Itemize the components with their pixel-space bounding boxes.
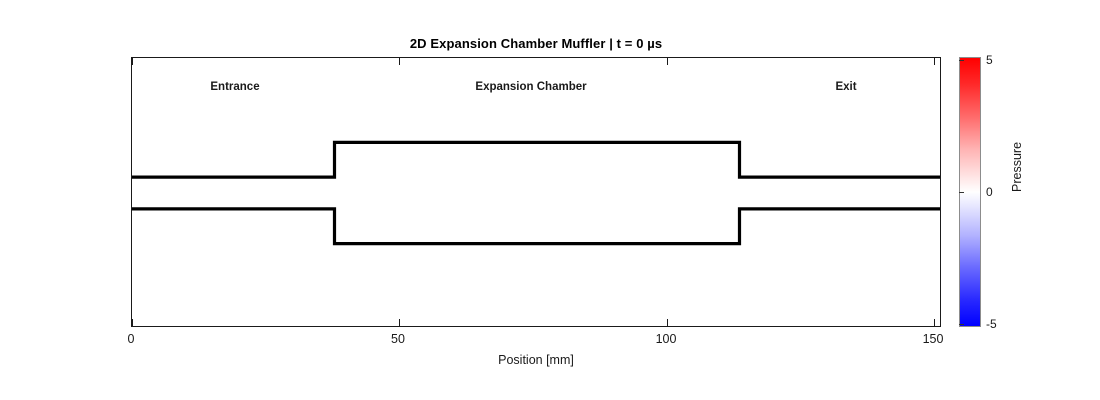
xtick-label-150: 150 — [922, 332, 944, 346]
muffler-geometry — [132, 58, 940, 326]
plot-axes: Entrance Expansion Chamber Exit — [131, 57, 941, 327]
colorbar-tick-max — [959, 60, 964, 61]
xtick-top-0 — [132, 58, 133, 65]
xtick-bottom-100 — [667, 319, 668, 326]
duct-lower-wall — [132, 209, 940, 244]
colorbar-label-mid: 0 — [986, 185, 993, 199]
xtick-label-0: 0 — [127, 332, 135, 346]
xtick-bottom-50 — [399, 319, 400, 326]
page-title: 2D Expansion Chamber Muffler | t = 0 µs — [409, 36, 663, 51]
annotation-expansion-chamber: Expansion Chamber — [475, 81, 587, 93]
colorbar-tick-mid — [959, 192, 964, 193]
xtick-bottom-0 — [132, 319, 133, 326]
xtick-top-50 — [399, 58, 400, 65]
xtick-label-50: 50 — [391, 332, 405, 346]
xtick-top-150 — [934, 58, 935, 65]
annotation-exit: Exit — [835, 81, 857, 93]
plot-area: Entrance Expansion Chamber Exit — [132, 58, 940, 326]
colorbar-title: Pressure — [1010, 141, 1024, 192]
annotation-entrance: Entrance — [210, 81, 260, 93]
colorbar-tick-min — [959, 324, 964, 325]
x-axis-label: Position [mm] — [498, 353, 574, 367]
duct-upper-wall — [132, 142, 940, 177]
xtick-label-100: 100 — [655, 332, 677, 346]
colorbar-label-max: 5 — [986, 53, 993, 67]
xtick-bottom-150 — [934, 319, 935, 326]
colorbar-label-min: -5 — [986, 317, 997, 331]
xtick-top-100 — [667, 58, 668, 65]
